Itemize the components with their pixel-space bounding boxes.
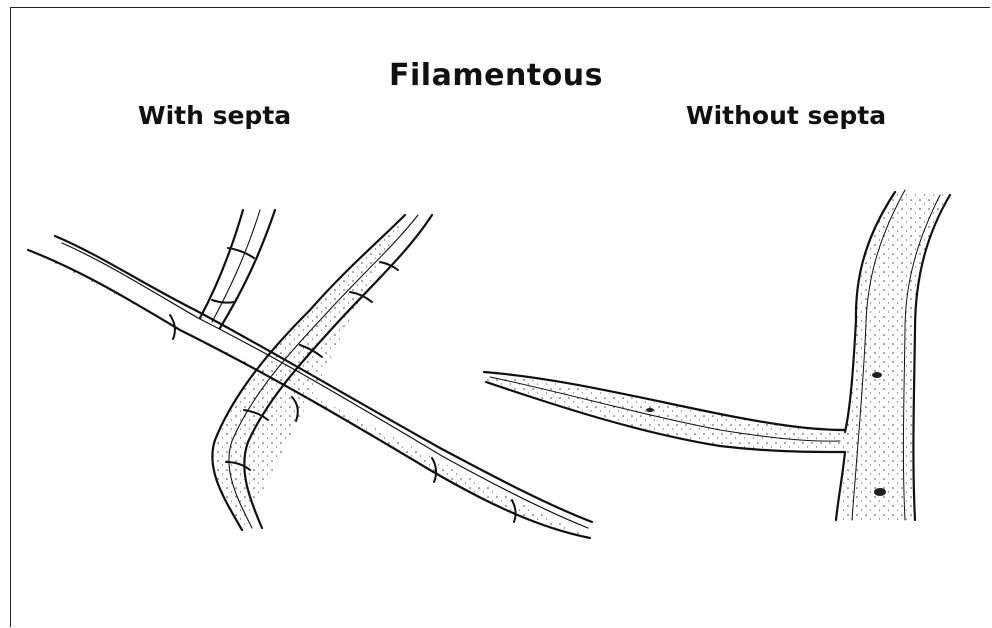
aseptate-hyphae: [484, 190, 950, 520]
